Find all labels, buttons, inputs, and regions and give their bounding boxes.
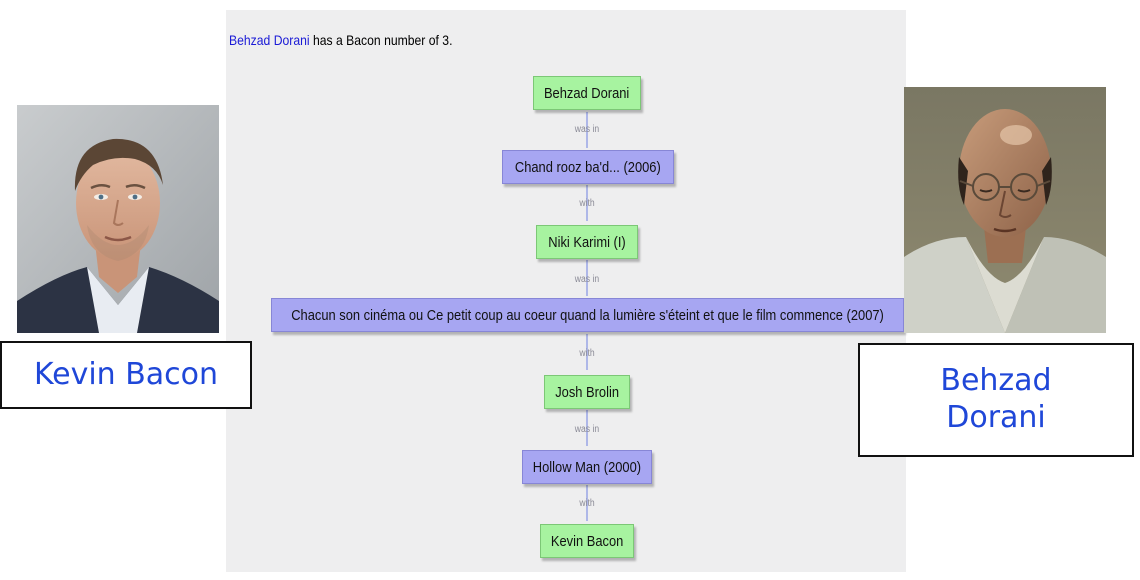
behzad-dorani-caption-line1: Behzad (940, 363, 1052, 399)
kevin-bacon-caption-text: Kevin Bacon (33, 356, 219, 392)
subject-actor-link[interactable]: Behzad Dorani (229, 32, 310, 48)
chain-node-label: Hollow Man (2000) (532, 458, 642, 476)
kevin-bacon-photo (17, 105, 219, 333)
connector-line (586, 260, 588, 296)
edge-label-was-in: was in (574, 424, 600, 435)
chain-node-actor[interactable]: Kevin Bacon (540, 524, 634, 558)
chain-node-label: Niki Karimi (I) (548, 233, 626, 251)
edge-label-with: with (579, 498, 595, 509)
chain-node-movie[interactable]: Chacun son cinéma ou Ce petit coup au co… (271, 298, 904, 332)
edge-label-was-in: was in (574, 274, 600, 285)
chain-node-label: Chacun son cinéma ou Ce petit coup au co… (291, 306, 884, 324)
edge-label-with: with (579, 198, 595, 209)
result-sentence: has a Bacon number of 3. (309, 32, 453, 48)
chain-node-label: Kevin Bacon (550, 532, 624, 550)
chain-node-label: Behzad Dorani (544, 84, 630, 102)
connector-line (586, 334, 588, 370)
chain-node-movie[interactable]: Chand rooz ba'd... (2006) (502, 150, 674, 184)
connector-line (586, 185, 588, 221)
chain-node-movie[interactable]: Hollow Man (2000) (522, 450, 652, 484)
edge-label-with: with (579, 348, 595, 359)
behzad-dorani-photo (904, 87, 1106, 333)
chain-node-actor[interactable]: Behzad Dorani (533, 76, 641, 110)
connector-line (586, 410, 588, 446)
chain-node-label: Josh Brolin (555, 383, 619, 401)
chain-node-label: Chand rooz ba'd... (2006) (515, 158, 661, 176)
connector-line (586, 485, 588, 521)
chain-node-actor[interactable]: Josh Brolin (544, 375, 630, 409)
chain-node-actor[interactable]: Niki Karimi (I) (536, 225, 638, 259)
kevin-bacon-caption: Kevin Bacon (0, 341, 252, 409)
edge-label-was-in: was in (574, 124, 600, 135)
behzad-dorani-caption-line2: Dorani (946, 400, 1046, 435)
bacon-number-result: Behzad Dorani has a Bacon number of 3. (229, 32, 452, 48)
behzad-dorani-caption: Behzad Dorani (858, 343, 1134, 457)
connector-line (586, 112, 588, 148)
